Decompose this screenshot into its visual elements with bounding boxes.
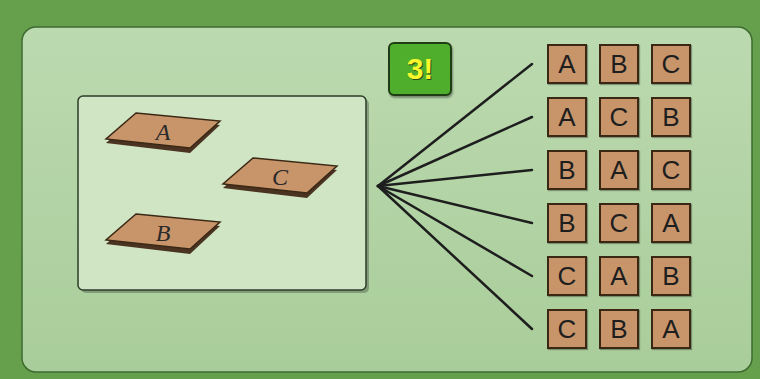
tile-letter: B	[610, 316, 627, 342]
letter-tile: A	[547, 44, 587, 84]
letter-tile: B	[599, 309, 639, 349]
tile-letter: C	[272, 165, 288, 189]
tile-letter: C	[610, 104, 629, 130]
letter-tile: B	[547, 203, 587, 243]
letter-tile: C	[651, 44, 691, 84]
tile-letter: A	[662, 210, 679, 236]
letter-tile: B	[651, 97, 691, 137]
letter-tile: C	[599, 97, 639, 137]
tile-letter: A	[662, 316, 679, 342]
letter-card: B	[104, 212, 222, 256]
letter-card: C	[221, 156, 339, 200]
letter-tile: C	[651, 150, 691, 190]
panel	[22, 27, 752, 372]
tile-letter: C	[558, 263, 577, 289]
tile-letter: B	[662, 104, 679, 130]
letter-card: A	[104, 111, 222, 155]
tile-letter: A	[558, 51, 575, 77]
tile-letter: B	[156, 221, 171, 245]
factorial-label: 3!	[407, 54, 434, 84]
tile-letter: C	[662, 51, 681, 77]
letter-tile: A	[599, 150, 639, 190]
set-box	[78, 96, 366, 290]
tile-letter: B	[662, 263, 679, 289]
tile-letter: C	[610, 210, 629, 236]
tile-letter: B	[558, 210, 575, 236]
branch-line	[378, 170, 532, 186]
letter-tile: C	[547, 309, 587, 349]
letter-tile: A	[599, 256, 639, 296]
branch-line	[378, 186, 532, 276]
letter-tile: C	[547, 256, 587, 296]
letter-tile: B	[599, 44, 639, 84]
branch-line	[378, 186, 532, 223]
tile-letter: A	[610, 157, 627, 183]
tile-letter: A	[558, 104, 575, 130]
tile-letter: A	[610, 263, 627, 289]
tile-letter: A	[156, 120, 171, 144]
branch-lines	[378, 64, 532, 329]
factorial-badge: 3!	[388, 42, 452, 96]
letter-tile: A	[547, 97, 587, 137]
tile-letter: B	[558, 157, 575, 183]
tile-letter: C	[558, 316, 577, 342]
letter-tile: C	[599, 203, 639, 243]
letter-tile: A	[651, 203, 691, 243]
letter-tile: B	[547, 150, 587, 190]
branch-line	[378, 117, 532, 186]
card-face	[106, 113, 220, 148]
card-face	[223, 158, 337, 193]
branch-line	[378, 186, 532, 329]
tile-letter: C	[662, 157, 681, 183]
letter-tile: B	[651, 256, 691, 296]
tile-letter: B	[610, 51, 627, 77]
letter-tile: A	[651, 309, 691, 349]
card-face	[106, 214, 220, 249]
